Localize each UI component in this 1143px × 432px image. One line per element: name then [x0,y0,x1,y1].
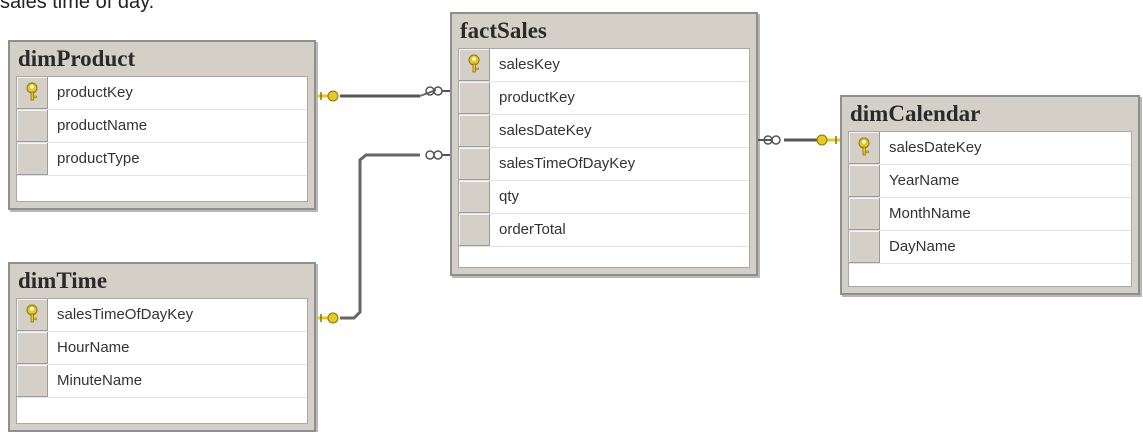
column-row[interactable]: DayName [849,231,1131,264]
column-row[interactable]: MinuteName [17,365,307,398]
column-name: MinuteName [57,372,143,389]
row-selector[interactable] [17,332,48,364]
column-list: salesDateKey YearName MonthName DayName [848,131,1132,287]
column-row[interactable]: qty [459,181,749,214]
row-selector[interactable] [849,132,880,164]
row-selector[interactable] [459,115,490,147]
row-selector[interactable] [17,77,48,109]
column-name: productType [57,150,140,167]
column-name: DayName [889,238,956,255]
column-row[interactable]: salesDateKey [849,132,1131,165]
column-row[interactable]: MonthName [849,198,1131,231]
table-title: dimTime [18,268,108,293]
column-list: salesKey productKey salesDateKey salesTi… [458,48,750,268]
column-row[interactable]: HourName [17,332,307,365]
column-name: YearName [889,172,960,189]
table-title: dimCalendar [850,101,981,126]
table-dimProduct[interactable]: dimProduct productKey productName produc… [8,40,316,210]
relationship-time-to-fact[interactable] [318,150,450,324]
column-name: salesDateKey [889,139,982,156]
primary-key-icon [468,54,480,73]
column-name: HourName [57,339,130,356]
primary-key-icon [26,304,38,323]
column-name: productName [57,117,148,134]
row-selector[interactable] [459,181,490,213]
column-name: MonthName [889,205,971,222]
row-selector[interactable] [459,214,490,246]
column-row[interactable]: productKey [17,77,307,110]
row-selector[interactable] [849,198,880,230]
row-selector[interactable] [849,231,880,263]
column-row[interactable]: YearName [849,165,1131,198]
one-end-key-icon [320,312,339,324]
row-selector[interactable] [459,82,490,114]
relationship-product-to-fact[interactable] [318,86,450,102]
column-name: salesDateKey [499,122,592,139]
row-selector[interactable] [17,143,48,175]
one-end-key-icon [816,134,837,146]
many-end-infinity-icon [763,135,781,145]
relationship-calendar-to-fact[interactable] [758,134,840,146]
column-name: productKey [57,84,133,101]
primary-key-icon [26,82,38,101]
column-row[interactable]: productType [17,143,307,176]
column-row[interactable]: productKey [459,82,749,115]
column-list: productKey productName productType [16,76,308,202]
table-factSales[interactable]: factSales salesKey productKey salesDateK… [450,12,758,276]
table-dimTime[interactable]: dimTime salesTimeOfDayKey HourName Minut… [8,262,316,432]
column-row[interactable]: salesTimeOfDayKey [17,299,307,332]
column-row[interactable]: salesTimeOfDayKey [459,148,749,181]
one-end-key-icon [320,90,339,102]
column-row[interactable]: salesDateKey [459,115,749,148]
row-selector[interactable] [459,148,490,180]
column-name: orderTotal [499,221,566,238]
header-text: sales time of day. [0,0,155,13]
table-title: factSales [460,18,547,43]
row-selector[interactable] [849,165,880,197]
row-selector[interactable] [17,299,48,331]
table-dimCalendar[interactable]: dimCalendar salesDateKey YearName MonthN… [840,95,1140,295]
table-title: dimProduct [18,46,136,71]
row-selector[interactable] [17,365,48,397]
many-end-infinity-icon [425,86,450,96]
column-row[interactable]: productName [17,110,307,143]
column-row[interactable]: orderTotal [459,214,749,247]
column-name: productKey [499,89,575,106]
column-row[interactable]: salesKey [459,49,749,82]
column-name: salesTimeOfDayKey [499,155,636,172]
column-name: salesTimeOfDayKey [57,306,194,323]
primary-key-icon [858,137,870,156]
column-name: salesKey [499,56,560,73]
row-selector[interactable] [459,49,490,81]
column-name: qty [499,188,520,205]
column-list: salesTimeOfDayKey HourName MinuteName [16,298,308,424]
many-end-infinity-icon [425,150,450,160]
row-selector[interactable] [17,110,48,142]
